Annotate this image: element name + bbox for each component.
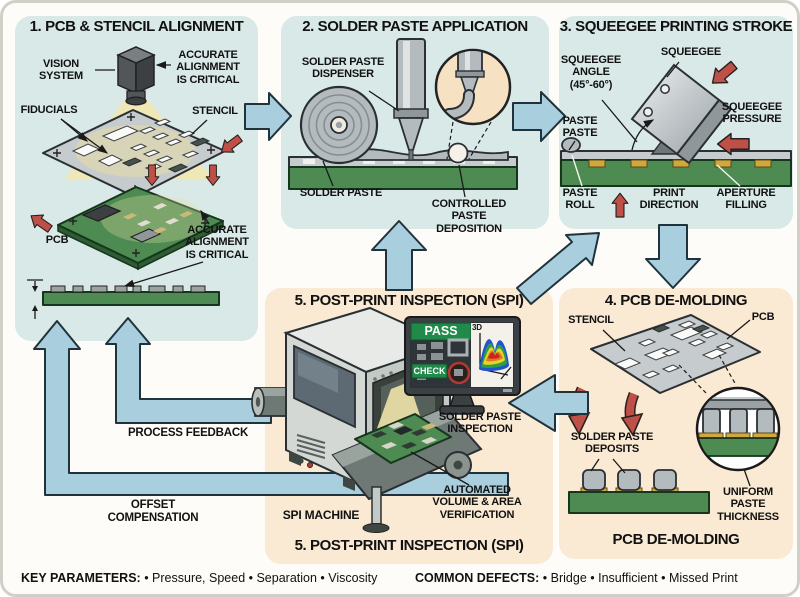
nozzle-inset	[434, 48, 512, 160]
uniform-thickness-label: UNIFORM PASTE THICKNESS	[717, 486, 779, 523]
aperture-filling-label: APERTURE FILLING	[716, 187, 776, 212]
accurate-alignment-top-label: ACCURATE ALIGNMENT IS CRITICAL	[176, 49, 240, 86]
panel5-footer-title: 5. POST-PRINT INSPECTION (SPI)	[294, 537, 524, 554]
offset-compensation-label: OFFSET COMPENSATION	[107, 499, 199, 524]
paste-bead	[447, 142, 469, 164]
accurate-alignment-bottom-label: ACCURATE ALIGNMENT IS CRITICAL	[185, 224, 249, 261]
dispenser-label: SOLDER PASTE DISPENSER	[301, 56, 385, 81]
pcb4-label: PCB	[751, 311, 775, 323]
stencil4-apertures	[613, 320, 735, 379]
alignment-red-arrows	[30, 134, 243, 233]
check-banner	[411, 363, 448, 379]
arrow-step4-to-5	[508, 374, 589, 432]
solder-paste-roll	[299, 85, 379, 165]
paste-deposits	[568, 469, 710, 514]
support-leg	[371, 486, 382, 525]
stencil4-label: STENCIL	[568, 314, 614, 326]
vision-system-label: VISION SYSTEM	[38, 58, 84, 83]
common-defects-label: COMMON DEFECTS:	[415, 571, 540, 585]
spi-machine	[283, 306, 483, 533]
paste-roll-label: PASTE ROLL	[562, 187, 598, 212]
print-direction-label: PRINT DIRECTION	[639, 187, 699, 212]
stencil-sheet4	[590, 314, 761, 394]
pcb-bar	[288, 166, 518, 190]
paste-label: PASTE PASTE	[562, 115, 598, 140]
panel4-leaders	[590, 319, 751, 487]
check-label: CHECK	[413, 366, 446, 376]
panel1-leaders	[60, 61, 210, 288]
common-defects-line: COMMON DEFECTS: • Bridge • Insufficient …	[415, 569, 738, 587]
panel3-title: 3. SQUEEGEE PRINTING STROKE	[559, 18, 793, 35]
pcb-board	[57, 186, 224, 271]
arrow-step5-to-3	[516, 232, 600, 305]
angle-arc	[631, 119, 655, 151]
paste-bead3	[561, 137, 581, 153]
pcb-label: PCB	[45, 234, 69, 246]
stencil-apertures	[71, 118, 211, 173]
spi-machine-label: SPI MACHINE	[282, 508, 360, 522]
solder-paste-label: SOLDER PASTE	[299, 187, 383, 199]
panel3-leaders	[568, 61, 741, 187]
panel2-illustration	[288, 38, 518, 198]
panel4-title: 4. PCB DE-MOLDING	[604, 292, 748, 309]
panel2-leaders	[322, 90, 466, 198]
panel1-title: 1. PCB & STENCIL ALIGNMENT	[29, 18, 244, 35]
squeegee-angle-label: SQUEEGEE ANGLE (45°-60°)	[560, 54, 622, 91]
surface-plot-3d	[479, 333, 512, 380]
key-parameters-label: KEY PARAMETERS:	[21, 571, 141, 585]
arrow-step2-to-3	[512, 91, 566, 142]
fiducials-label: FIDUCIALS	[20, 104, 78, 116]
panel5-illustration	[251, 306, 521, 533]
squeegee-pressure-label: SQUEEGEE PRESSURE	[721, 101, 783, 126]
plot-3d-label: 3D	[472, 323, 482, 332]
panel3-red-arrows	[611, 60, 750, 218]
deposition-label: CONTROLLED PASTE DEPOSITION	[431, 198, 507, 235]
panel2-title: 2. SOLDER PASTE APPLICATION	[302, 18, 528, 35]
vision-camera	[116, 46, 156, 106]
spi-monitor	[404, 316, 521, 415]
panel4-footer-title: PCB DE-MOLDING	[612, 531, 740, 548]
stencil-label: STENCIL	[192, 105, 238, 117]
inspection-label: SOLDER PASTE INSPECTION	[438, 411, 522, 436]
process-feedback-label: PROCESS FEEDBACK	[127, 427, 249, 439]
arrow-step1-to-2	[244, 92, 292, 141]
key-parameters-line: KEY PARAMETERS: • Pressure, Speed • Sepa…	[21, 569, 377, 587]
verification-label: AUTOMATED VOLUME & AREA VERIFICATION	[432, 484, 522, 521]
pcb-cross-section	[27, 279, 220, 319]
process-flow-arrows	[244, 91, 701, 432]
squeegee-label: SQUEEGEE	[660, 46, 722, 58]
panel3-illustration	[560, 60, 792, 218]
deposits-label: SOLDER PASTE DEPOSITS	[570, 431, 654, 456]
arrow-step3-to-4	[645, 224, 701, 289]
key-parameters-items: • Pressure, Speed • Separation • Viscosi…	[144, 571, 378, 585]
squeegee-blade	[630, 63, 733, 165]
paste-dispenser	[393, 38, 429, 161]
common-defects-items: • Bridge • Insufficient • Missed Print	[542, 571, 738, 585]
thickness-inset	[678, 354, 781, 472]
pcb-on-belt	[354, 413, 452, 464]
pass-label: PASS	[424, 324, 458, 338]
arrow-step5-to-2	[371, 220, 427, 291]
panel5-title: 5. POST-PRINT INSPECTION (SPI)	[294, 292, 524, 309]
diagram-graphics	[15, 16, 793, 564]
panel1-illustration	[27, 46, 243, 319]
